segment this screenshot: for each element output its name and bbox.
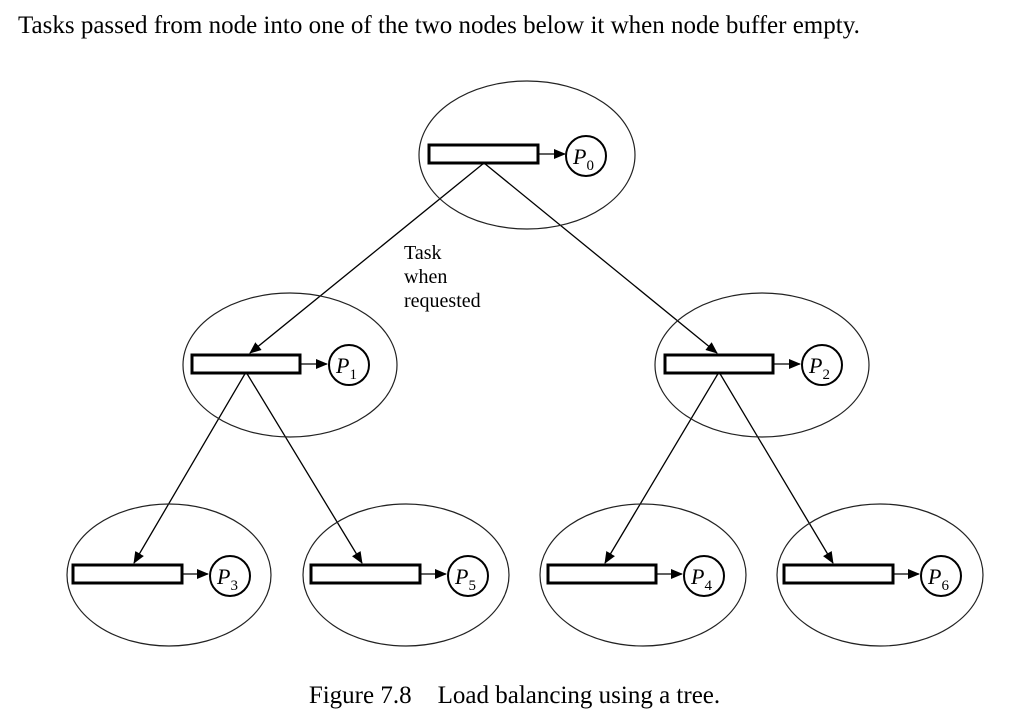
edge-p0-p1 [249, 162, 485, 354]
task-buffer [71, 563, 184, 585]
node-boundary [302, 503, 510, 647]
node-boundary [539, 503, 747, 647]
node-boundary [418, 80, 636, 230]
process-label: P1 [335, 353, 357, 383]
annotation-line-2: when [404, 266, 447, 288]
edge-annotation: Task when requested [404, 242, 481, 312]
edge-p0-p2 [483, 162, 718, 354]
process-label: P5 [454, 564, 476, 594]
process-circle [209, 555, 251, 597]
process-circle [328, 344, 370, 386]
annotation-line-1: Task [404, 242, 441, 264]
task-buffer [663, 353, 775, 375]
process-label: P0 [572, 144, 594, 174]
process-circle [920, 555, 962, 597]
node-boundary [654, 292, 870, 438]
figure-caption: Figure 7.8 Load balancing using a tree. [0, 680, 1029, 712]
edge-p1-p5 [245, 371, 363, 564]
process-circle [447, 555, 489, 597]
process-circle [565, 135, 607, 177]
task-buffer [190, 353, 302, 375]
edge-p2-p4 [604, 371, 720, 564]
edge-p2-p6 [718, 371, 834, 564]
process-label: P2 [808, 353, 830, 383]
process-label: P3 [216, 564, 238, 594]
node-boundary [182, 292, 398, 438]
process-label: P4 [690, 564, 712, 594]
task-buffer [546, 563, 658, 585]
figure-title: Load balancing using a tree. [437, 682, 721, 709]
process-circle [683, 555, 725, 597]
edge-p1-p3 [133, 371, 247, 564]
node-boundary [66, 503, 272, 647]
process-circle [801, 344, 843, 386]
tree-node-p3: P3 [66, 503, 272, 647]
task-buffer [309, 563, 422, 585]
task-buffer [782, 563, 895, 585]
tree-node-p0: P0 [418, 80, 636, 230]
figure-number: Figure 7.8 [308, 682, 412, 709]
tree-node-p6: P6 [776, 503, 984, 647]
page-heading: Tasks passed from node into one of the t… [18, 12, 860, 39]
tree-node-p4: P4 [539, 503, 747, 647]
annotation-line-3: requested [404, 290, 481, 312]
tree-node-p5: P5 [302, 503, 510, 647]
tree-node-p1: P1 [182, 292, 398, 438]
tree-node-p2: P2 [654, 292, 870, 438]
task-buffer [427, 143, 540, 165]
process-label: P6 [927, 564, 949, 594]
node-boundary [776, 503, 984, 647]
